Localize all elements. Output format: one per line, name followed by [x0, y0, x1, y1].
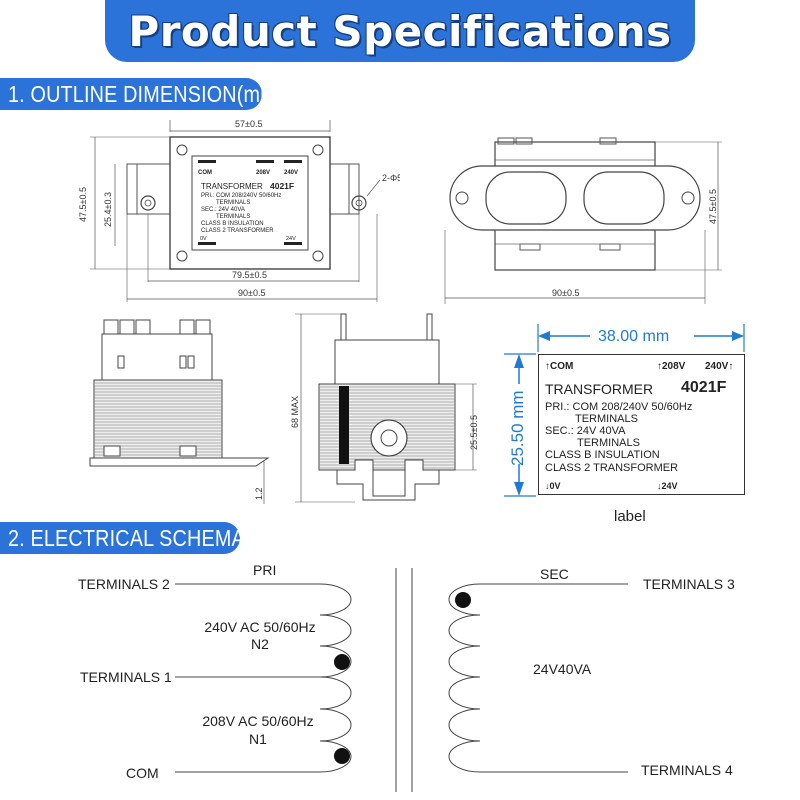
arrow-up-icon: ↑	[545, 361, 550, 372]
arrow-up-icon: ↑	[728, 361, 734, 372]
product-label-card: ↑COM ↑208V 240V↑ TRANSFORMER 4021F PRI.:…	[538, 354, 745, 495]
mount-hole-left	[140, 195, 156, 211]
label-sec-terminals: TERMINALS	[577, 437, 640, 449]
mini-label-pri-terminals: TERMINALS	[216, 200, 250, 206]
polarity-dot-n2	[334, 654, 350, 670]
label-caption: label	[614, 508, 646, 525]
terminal-4-label: TERMINALS 4	[641, 762, 733, 778]
terminal-3-label: TERMINALS 3	[643, 576, 735, 592]
label-sec: SEC.: 24V 40VA	[545, 425, 626, 437]
dim-inner-width: 57±0.5	[235, 119, 262, 129]
side-dim-core: 25.5±0.5	[469, 415, 479, 450]
dim-holes: 2-Φ5.5	[382, 173, 400, 183]
mini-label-model: 4021F	[270, 181, 294, 191]
dim-overall-height: 47.5±0.5	[78, 187, 88, 222]
rear-dim-height: 47.5±0.5	[708, 189, 718, 224]
label-pri-terminals: TERMINALS	[575, 413, 638, 425]
mount-hole-right	[351, 195, 367, 211]
arrow-down-icon: ↓	[545, 481, 550, 491]
mini-label-pri: PRI.: COM 208/240V 50/60Hz	[201, 193, 281, 199]
side-view-terminals	[89, 319, 270, 467]
label-24v: 24V	[661, 481, 678, 491]
mini-label-0v: 0V	[200, 236, 207, 242]
lamination-lines	[95, 382, 221, 456]
mini-label-24v: 24V	[286, 236, 296, 242]
primary-coil	[319, 583, 352, 773]
page-banner: Product Specifications	[105, 0, 695, 62]
n2-voltage-label: 240V AC 50/60Hz	[204, 619, 316, 635]
mini-label-com: COM	[198, 170, 212, 176]
label-width-dim: 38.00 mm	[598, 328, 670, 345]
rear-flange	[449, 165, 701, 231]
secondary-coil	[448, 583, 481, 773]
label-0v-terminal: ↓0V	[545, 481, 561, 491]
rear-dim-width: 90±0.5	[552, 288, 579, 298]
terminal-2-label: TERMINALS 2	[78, 576, 170, 592]
label-0v: 0V	[549, 481, 561, 491]
label-208v: 208V	[662, 361, 686, 372]
label-com: COM	[550, 361, 574, 372]
section-title-outline: 1. OUTLINE DIMENSION(mm):	[8, 80, 290, 107]
page-title: Product Specifications	[128, 6, 672, 56]
side-dim-base: 1.2	[254, 487, 264, 500]
side-dim-max-height: 68 MAX	[290, 396, 300, 428]
mini-label-sec: SEC.: 24V 40VA	[201, 207, 245, 213]
label-com-terminal: ↑COM	[545, 361, 573, 372]
electrical-schematic	[175, 568, 628, 792]
n1-voltage-label: 208V AC 50/60Hz	[202, 713, 314, 729]
label-240v-terminal: 240V↑	[705, 361, 733, 372]
n1-label: N1	[249, 731, 267, 747]
section-header-outline: 1. OUTLINE DIMENSION(mm):	[0, 78, 289, 110]
label-class-b: CLASS B INSULATION	[545, 449, 660, 461]
label-height-dim: 25.50 mm	[508, 390, 527, 466]
label-208v-terminal: ↑208V	[657, 361, 685, 372]
rear-window-right	[583, 171, 665, 225]
dim-mount-pitch: 79.5±0.5	[232, 270, 267, 280]
dim-overall-width: 90±0.5	[238, 288, 265, 298]
n2-label: N2	[251, 636, 269, 652]
mini-label-class-b: CLASS B INSULATION	[201, 221, 264, 227]
schematic-pri-label: PRI	[253, 562, 277, 578]
label-model: 4021F	[681, 379, 727, 396]
label-title: TRANSFORMER	[545, 381, 654, 397]
section-title-schematic: 2. ELECTRICAL SCHEMATIC:	[8, 524, 282, 551]
label-class-2: CLASS 2 TRANSFORMER	[545, 462, 679, 474]
polarity-dot-n1	[334, 748, 350, 764]
label-pri: PRI.: COM 208/240V 50/60Hz	[545, 401, 693, 413]
schematic-sec-label: SEC	[540, 566, 569, 582]
side-view-profile: 68 MAX 25.5±0.5	[290, 313, 479, 503]
polarity-dot-sec	[455, 592, 471, 608]
rear-window-left	[485, 171, 567, 225]
terminal-1-label: TERMINALS 1	[80, 669, 172, 685]
mini-label-title: TRANSFORMER	[201, 182, 263, 191]
rear-view-drawing: 47.5±0.5 90±0.5	[444, 137, 722, 304]
com-terminal-label: COM	[126, 765, 159, 781]
label-24v-terminal: ↓24V	[657, 481, 678, 491]
mini-label-240v: 240V	[284, 170, 298, 176]
mini-label-class-2: CLASS 2 TRANSFORMER	[201, 228, 274, 234]
arrow-down-icon: ↓	[657, 481, 662, 491]
dim-inner-height: 25.4±0.3	[103, 192, 113, 227]
secondary-rating-label: 24V40VA	[533, 661, 592, 677]
section-header-schematic: 2. ELECTRICAL SCHEMATIC:	[0, 522, 281, 554]
arrow-up-icon: ↑	[657, 361, 662, 372]
label-240v: 240V	[705, 361, 729, 372]
label-dimension-arrows	[504, 324, 745, 497]
front-view-drawing: COM 208V 240V TRANSFORMER 4021F PRI.: CO…	[78, 119, 400, 302]
mini-label-sec-terminals: TERMINALS	[216, 214, 250, 220]
base-thickness-dim: 1.2	[254, 460, 265, 504]
mini-label-208v: 208V	[256, 170, 270, 176]
front-label-plate	[191, 155, 309, 251]
